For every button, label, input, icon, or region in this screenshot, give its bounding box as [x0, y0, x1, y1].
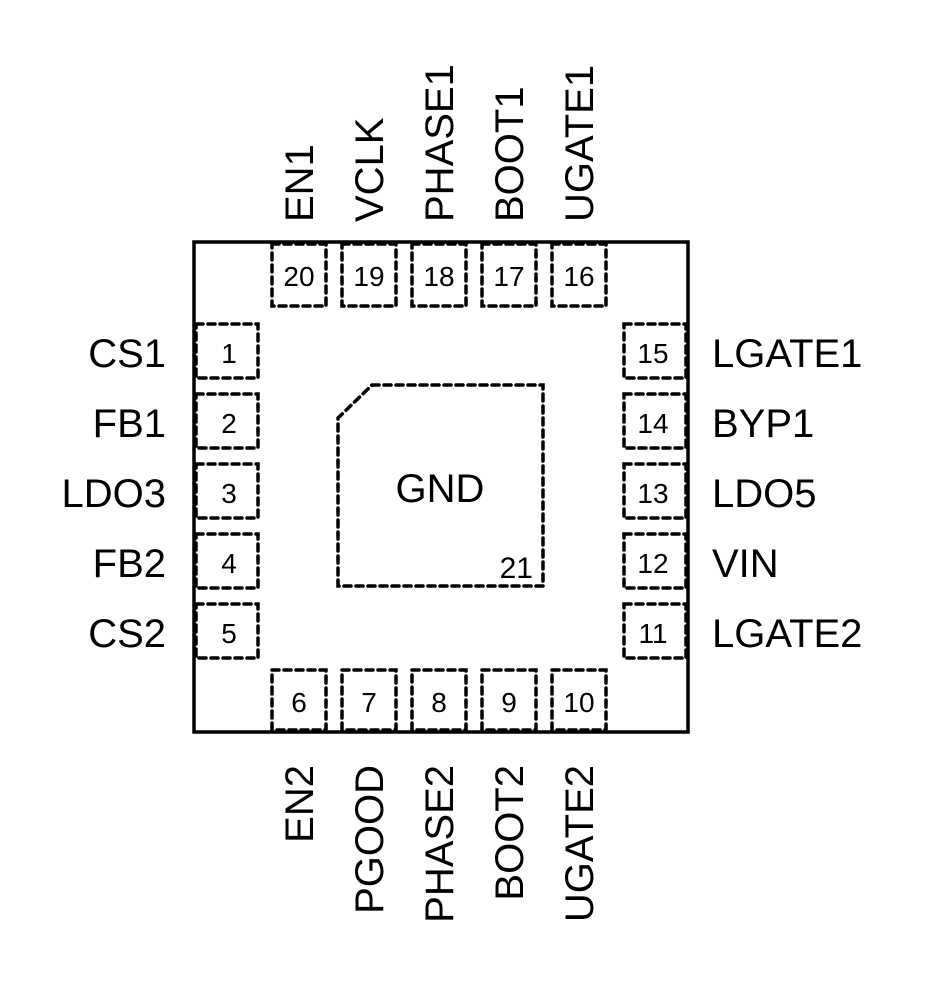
pin-name: BYP1	[712, 402, 814, 446]
pin-name: PGOOD	[348, 765, 392, 914]
pin-name: EN1	[278, 144, 322, 222]
pin-name: VCLK	[348, 117, 392, 222]
pin-number: 12	[637, 548, 668, 579]
pin-name: UGATE1	[558, 65, 602, 222]
pin-name: LGATE1	[712, 332, 862, 376]
pin-pad-right-4	[622, 532, 688, 590]
pin-name: PHASE2	[418, 765, 462, 923]
pin-pad-left-3	[194, 462, 260, 520]
pin-pad-right-3	[622, 462, 688, 520]
pin-pad-top-1	[270, 242, 328, 308]
pin-name: LGATE2	[712, 612, 862, 656]
pin-number: 13	[637, 478, 668, 509]
pin-pad-top-5	[550, 242, 608, 308]
pin-name: PHASE1	[418, 64, 462, 222]
pin-number: 18	[423, 261, 454, 292]
pin-pad-left-2	[194, 392, 260, 450]
pin-number: 15	[637, 338, 668, 369]
pin-pad-top-4	[480, 242, 538, 308]
pin-pad-left-5	[194, 602, 260, 660]
pin-pad-top-3	[410, 242, 468, 308]
pin-number: 20	[283, 261, 314, 292]
pin-number: 16	[563, 261, 594, 292]
pin-number: 10	[563, 687, 594, 718]
exposed-pad-name: GND	[396, 467, 485, 511]
pin-pad-bottom-5	[550, 668, 608, 732]
pin-name: CS2	[88, 612, 166, 656]
pin-name: BOOT1	[488, 86, 532, 222]
pin-pad-bottom-1	[270, 668, 328, 732]
pin-number: 17	[493, 261, 524, 292]
pin-number: 4	[221, 548, 237, 579]
pin-name: VIN	[712, 542, 779, 586]
pin-pad-left-4	[194, 532, 260, 590]
package-body	[192, 240, 690, 734]
pin-pad-top-2	[340, 242, 398, 308]
pin-number: 3	[221, 478, 237, 509]
pin-number: 14	[637, 408, 668, 439]
pin-pad-left-1	[194, 322, 260, 380]
pin-number: 9	[501, 687, 517, 718]
pins-layer: 1 CS1 2 FB1 3 LDO3 4 FB2 5 CS2 15 LGATE1 14 BYP1 13 LDO…	[62, 64, 863, 923]
pin-pad-bottom-3	[410, 668, 468, 732]
pin-pad-bottom-4	[480, 668, 538, 732]
exposed-pad-number: 21	[500, 552, 533, 585]
pin-pad-bottom-2	[340, 668, 398, 732]
pin-number: 1	[221, 338, 237, 369]
exposed-pad-outline	[336, 383, 545, 588]
pin-name: UGATE2	[558, 765, 602, 922]
pin-number: 6	[291, 687, 307, 718]
pin-name: CS1	[88, 332, 166, 376]
pin-name: FB2	[93, 542, 166, 586]
pin-name: FB1	[93, 402, 166, 446]
pin-pad-right-1	[622, 322, 688, 380]
pin-name: EN2	[278, 765, 322, 843]
pin-pad-right-5	[622, 602, 688, 660]
pin-pad-right-2	[622, 392, 688, 450]
pin-number: 5	[221, 618, 237, 649]
pin-name: LDO5	[712, 472, 817, 516]
pin-name: BOOT2	[488, 765, 532, 901]
pin-number: 19	[353, 261, 384, 292]
pin-number: 7	[361, 687, 377, 718]
pin-number: 2	[221, 408, 237, 439]
pin-number: 8	[431, 687, 447, 718]
pin-name: LDO3	[62, 472, 167, 516]
pin-number: 11	[638, 618, 667, 649]
